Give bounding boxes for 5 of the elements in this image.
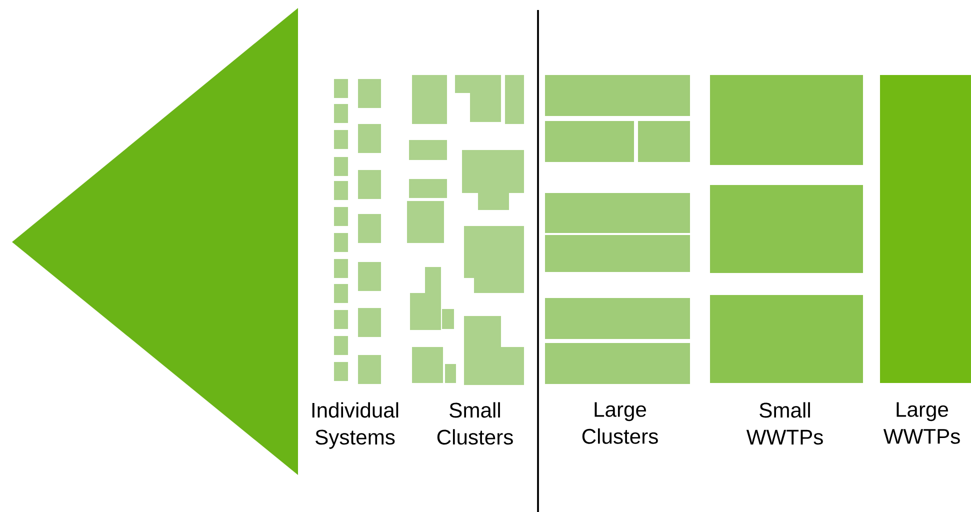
category-label: Large WWTPs: [883, 402, 960, 444]
category-label: Large Clusters: [582, 402, 658, 444]
category-label: Small Clusters: [437, 402, 513, 445]
category-label: Small WWTPs: [746, 402, 823, 445]
triangle-shape: [12, 8, 298, 475]
